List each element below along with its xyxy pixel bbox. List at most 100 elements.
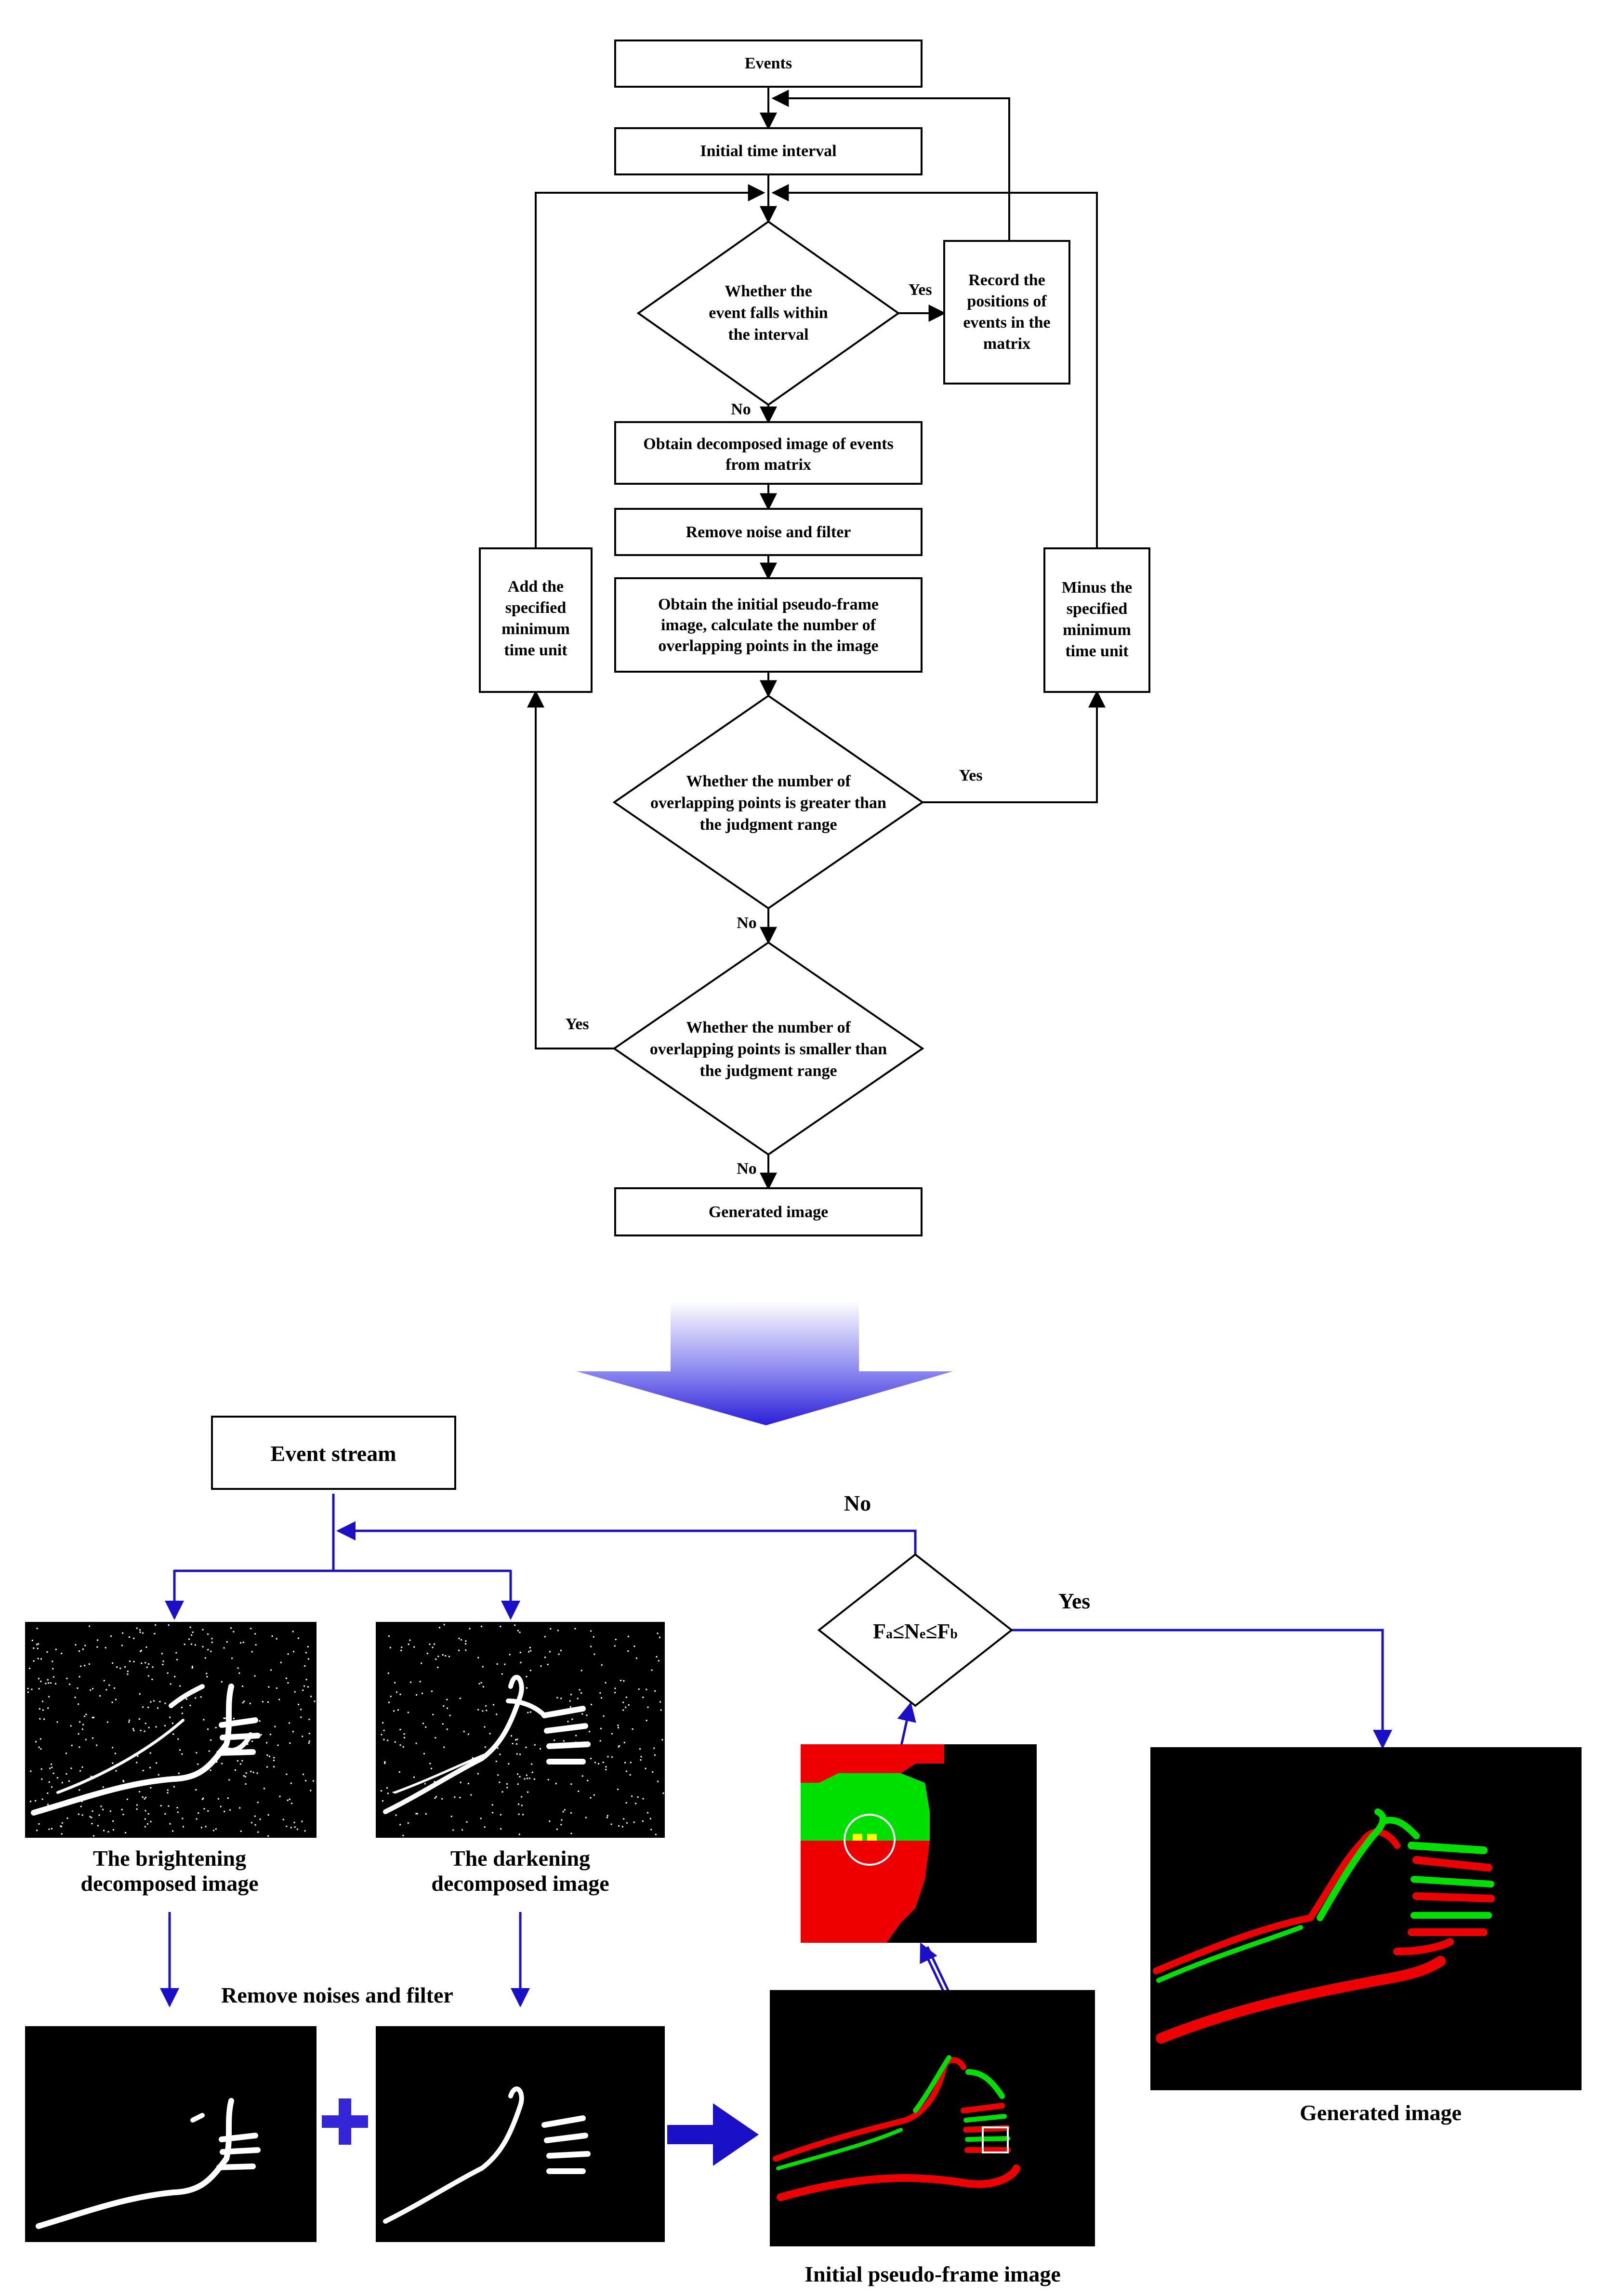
noise-dot [53, 1772, 54, 1774]
noise-dot [638, 1688, 640, 1690]
noise-dot [506, 1783, 508, 1785]
noise-dot [300, 1709, 302, 1711]
noise-dot [590, 1758, 592, 1759]
noise-dot [383, 1729, 385, 1731]
noise-dot [659, 1701, 661, 1703]
noise-dot [575, 1735, 577, 1737]
record-line4: matrix [983, 335, 1030, 353]
noise-dot [527, 1712, 529, 1713]
noise-dot [240, 1642, 242, 1644]
noise-dot [446, 1728, 448, 1730]
noise-dot [92, 1737, 94, 1739]
noise-dot [244, 1776, 246, 1778]
noise-dot [289, 1798, 290, 1800]
noise-dot [112, 1820, 114, 1822]
noise-dot [240, 1830, 242, 1832]
noise-dot [204, 1657, 206, 1659]
noise-dot [155, 1624, 157, 1626]
noise-dot [629, 1774, 631, 1776]
noise-dot [593, 1653, 595, 1655]
noise-dot [61, 1833, 63, 1835]
noise-dot [48, 1828, 50, 1830]
noise-dot [389, 1646, 391, 1648]
noise-dot [470, 1794, 472, 1796]
noise-dot [212, 1830, 214, 1831]
noise-dot [570, 1783, 572, 1785]
noise-dot [138, 1718, 140, 1720]
add-unit-line1: Add the [508, 578, 564, 596]
obtain-initial-line1: Obtain the initial pseudo-frame [658, 596, 879, 613]
noise-dot [115, 1699, 117, 1700]
noise-dot [91, 1823, 93, 1824]
noise-dot [158, 1774, 159, 1776]
remove-noise-box [614, 508, 923, 556]
noise-dot [285, 1677, 287, 1679]
noise-dot [432, 1646, 434, 1648]
noise-dot [109, 1810, 111, 1812]
noise-dot [657, 1632, 659, 1634]
noise-dot [90, 1776, 92, 1778]
noise-dot [459, 1698, 461, 1699]
noise-dot [45, 1683, 47, 1685]
noise-dot [40, 1738, 41, 1740]
noise-dot [623, 1680, 625, 1682]
noise-dot [69, 1684, 71, 1685]
noise-dot [556, 1697, 558, 1699]
noise-dot [450, 1816, 452, 1818]
minus-unit-line2: specified [1067, 600, 1128, 618]
noise-dot [594, 1762, 596, 1764]
generated-image-label: Generated image [709, 1203, 828, 1221]
noise-dot [297, 1637, 299, 1639]
noise-dot [207, 1810, 209, 1812]
noise-dot [267, 1835, 269, 1837]
noise-dot [409, 1639, 411, 1641]
noise-dot [229, 1809, 231, 1811]
noise-dot [206, 1676, 208, 1678]
noise-dot [79, 1770, 81, 1772]
noise-dot [119, 1667, 121, 1669]
noise-dot [89, 1816, 91, 1818]
noise-dot [141, 1662, 143, 1664]
noise-dot [462, 1829, 463, 1831]
noise-dot [80, 1665, 82, 1667]
noise-dot [446, 1699, 448, 1700]
noise-dot [78, 1813, 79, 1815]
noise-dot [434, 1781, 435, 1783]
noise-dot [571, 1718, 573, 1720]
noise-dot [255, 1644, 257, 1646]
noise-dot [111, 1701, 113, 1703]
noise-dot [484, 1826, 486, 1828]
noise-dot [307, 1646, 309, 1647]
noise-dot [447, 1707, 448, 1709]
initial-interval-label: Initial time interval [700, 142, 836, 160]
noise-dot [589, 1731, 591, 1733]
noise-dot [382, 1722, 384, 1724]
noise-dot [530, 1711, 531, 1713]
noise-dot [242, 1702, 244, 1704]
noise-dot [403, 1733, 405, 1735]
remove-noise-label: Remove noise and filter [686, 523, 851, 541]
noise-dot [61, 1822, 63, 1824]
noise-dot [544, 1657, 546, 1658]
noise-dot [388, 1701, 390, 1703]
noise-dot [585, 1817, 587, 1818]
pipeline-connectors [160, 1494, 1392, 2121]
noise-dot [47, 1804, 49, 1805]
noise-dot [40, 1768, 42, 1770]
noise-dot [434, 1797, 436, 1799]
noise-dot [205, 1826, 207, 1828]
noise-dot [449, 1714, 451, 1716]
decision3-line1: Whether the number of [686, 1019, 851, 1036]
noise-dot [182, 1818, 184, 1819]
noise-dot [287, 1682, 289, 1684]
noise-dot [139, 1693, 141, 1695]
noise-dot [47, 1792, 49, 1794]
noise-dot [51, 1786, 53, 1788]
noise-dot [413, 1646, 415, 1648]
noise-dot [142, 1632, 144, 1634]
noise-dot [383, 1739, 385, 1740]
noise-dot [441, 1798, 443, 1800]
noise-dot [202, 1629, 204, 1631]
noise-dot [468, 1783, 469, 1784]
noise-dot [622, 1709, 624, 1711]
